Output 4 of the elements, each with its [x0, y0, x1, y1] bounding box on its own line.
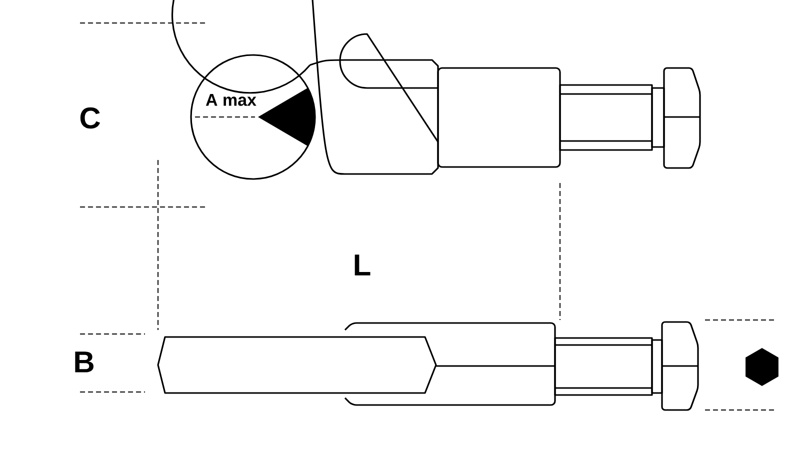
dimension-label: C — [80, 107, 100, 129]
dimension-label: A max — [206, 94, 256, 106]
dimension-label: B — [75, 352, 94, 372]
dimension-label: L — [354, 254, 370, 276]
